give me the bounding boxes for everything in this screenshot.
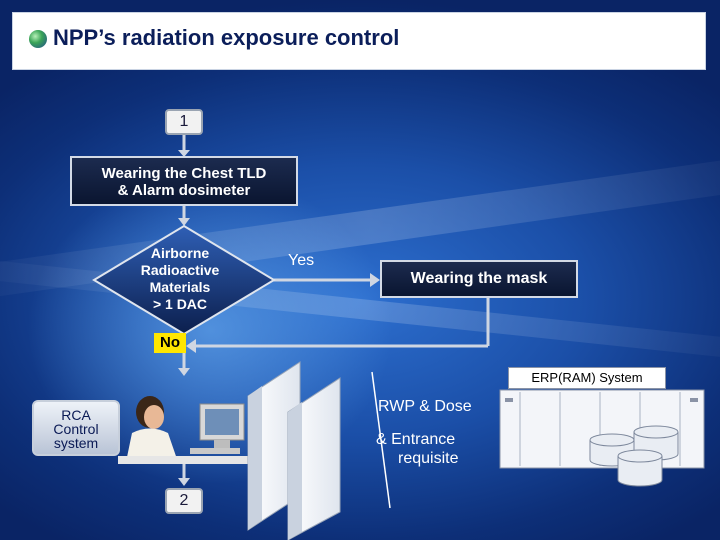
wearing-mask-label: Wearing the mask xyxy=(410,270,548,287)
decision-line-2: Radioactive xyxy=(140,262,220,278)
rwp-dose-label: RWP & Dose xyxy=(378,398,472,415)
no-label: No xyxy=(154,333,186,353)
wearing-tld-box: Wearing the Chest TLD & Alarm dosimeter xyxy=(70,156,298,206)
decision-text: Airborne Radioactive Materials > 1 DAC xyxy=(130,245,230,313)
slide-title: NPP’s radiation exposure control xyxy=(53,25,400,50)
decision-line-1: Airborne xyxy=(150,245,210,261)
server-cabinet-icon xyxy=(247,361,301,531)
data-link-line xyxy=(371,371,391,509)
entrance-line-1: & Entrance xyxy=(376,431,456,448)
database-drum-icon xyxy=(589,425,679,487)
erp-system-label: ERP(RAM) System xyxy=(508,367,666,389)
title-bar: NPP’s radiation exposure control xyxy=(12,12,706,70)
arrow-down-icon xyxy=(178,478,190,486)
wearing-tld-line-2: & Alarm dosimeter xyxy=(117,182,251,199)
rca-line-2: Control xyxy=(53,421,99,437)
operator-workstation-illustration xyxy=(118,396,268,464)
arrow-down-icon xyxy=(178,368,190,376)
entrance-line-2: requisite xyxy=(398,450,459,467)
decision-line-4: > 1 DAC xyxy=(152,296,208,312)
arrow-right-icon xyxy=(370,273,380,287)
wearing-mask-box: Wearing the mask xyxy=(380,260,578,298)
rca-line-3: system xyxy=(53,435,99,451)
arrow-down-icon xyxy=(178,218,190,226)
step-1-badge: 1 xyxy=(165,109,203,135)
arrow-down-icon xyxy=(178,150,190,157)
rca-line-1: RCA xyxy=(61,407,91,423)
rca-control-system-button[interactable]: RCA Control system xyxy=(32,400,120,456)
server-cabinet-icon xyxy=(287,377,341,540)
yes-label: Yes xyxy=(288,252,315,269)
globe-bullet-icon xyxy=(29,30,47,48)
decision-line-3: Materials xyxy=(149,279,211,295)
wearing-tld-line-1: Wearing the Chest TLD xyxy=(101,165,267,182)
step-2-badge: 2 xyxy=(165,488,203,514)
arrow-left-icon xyxy=(186,339,196,353)
